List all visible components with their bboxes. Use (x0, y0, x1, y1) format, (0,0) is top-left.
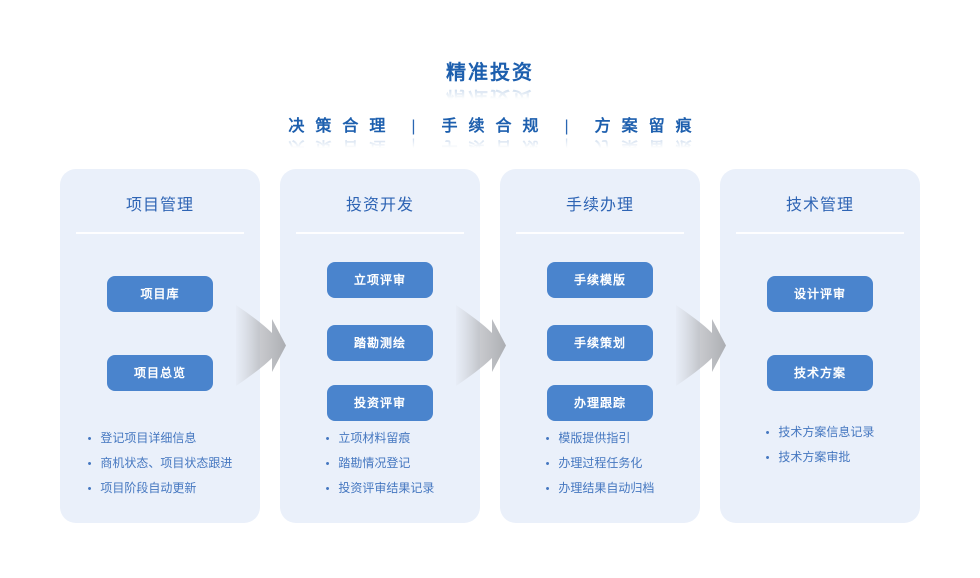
feature-button-initiation-review[interactable]: 立项评审 (327, 262, 433, 298)
card-title: 技术管理 (785, 197, 854, 214)
list-item: 模版提供指引 (546, 431, 655, 446)
card-divider (76, 232, 244, 234)
list-item: 技术方案信息记录 (766, 425, 874, 440)
card-title: 手续办理 (565, 197, 634, 214)
list-item: 办理结果自动归档 (546, 481, 654, 496)
stage-card-project-management: 项目管理 项目库 项目总览 登记项目详细信息 商机状态、项目状态跟进 项目阶段自… (60, 169, 260, 523)
list-item: 投资评审结果记录 (326, 481, 434, 496)
list-item: 立项材料留痕 (326, 431, 435, 446)
feature-button-handling-tracking[interactable]: 办理跟踪 (547, 385, 653, 421)
subtitle-segment: 决策合理 (288, 118, 397, 135)
card-divider (736, 232, 904, 234)
page-subtitle: 决策合理 | 手续合规 | 方案留痕 (0, 112, 980, 136)
feature-button-survey-mapping[interactable]: 踏勘测绘 (327, 325, 433, 361)
list-item: 商机状态、项目状态跟进 (88, 456, 232, 471)
feature-list: 登记项目详细信息 商机状态、项目状态跟进 项目阶段自动更新 (88, 431, 233, 506)
right-flow-arrow-icon (676, 305, 726, 386)
subtitle-separator: | (411, 118, 416, 135)
card-title: 投资开发 (345, 197, 414, 214)
feature-button-project-library[interactable]: 项目库 (107, 276, 213, 312)
stage-card-investment-development: 投资开发 立项评审 踏勘测绘 投资评审 立项材料留痕 踏勘情况登记 投资评审结果… (280, 169, 480, 523)
feature-button-project-overview[interactable]: 项目总览 (107, 355, 213, 391)
feature-button-procedure-template[interactable]: 手续模版 (547, 262, 653, 298)
subtitle-separator: | (564, 118, 569, 135)
list-item: 办理过程任务化 (546, 456, 655, 471)
card-divider (296, 232, 464, 234)
card-title: 项目管理 (125, 197, 194, 214)
subtitle-segment: 手续合规 (441, 118, 550, 135)
right-flow-arrow-icon (236, 305, 286, 386)
list-item: 登记项目详细信息 (88, 431, 233, 446)
feature-button-procedure-planning[interactable]: 手续策划 (547, 325, 653, 361)
stage-card-procedure-handling: 手续办理 手续模版 手续策划 办理跟踪 模版提供指引 办理过程任务化 办理结果自… (500, 169, 700, 523)
right-flow-arrow-icon (456, 305, 506, 386)
card-divider (516, 232, 684, 234)
feature-list: 技术方案信息记录 技术方案审批 (766, 425, 875, 475)
subtitle-segment: 方案留痕 (594, 118, 703, 135)
list-item: 项目阶段自动更新 (88, 481, 233, 496)
feature-list: 立项材料留痕 踏勘情况登记 投资评审结果记录 (326, 431, 435, 506)
list-item: 踏勘情况登记 (326, 456, 435, 471)
list-item: 技术方案审批 (766, 450, 875, 465)
feature-button-technical-proposal[interactable]: 技术方案 (767, 355, 873, 391)
feature-list: 模版提供指引 办理过程任务化 办理结果自动归档 (546, 431, 655, 506)
stage-card-technical-management: 技术管理 设计评审 技术方案 技术方案信息记录 技术方案审批 (720, 169, 920, 523)
page-title: 精准投资 (446, 62, 534, 84)
feature-button-design-review[interactable]: 设计评审 (767, 276, 873, 312)
feature-button-investment-review[interactable]: 投资评审 (327, 385, 433, 421)
